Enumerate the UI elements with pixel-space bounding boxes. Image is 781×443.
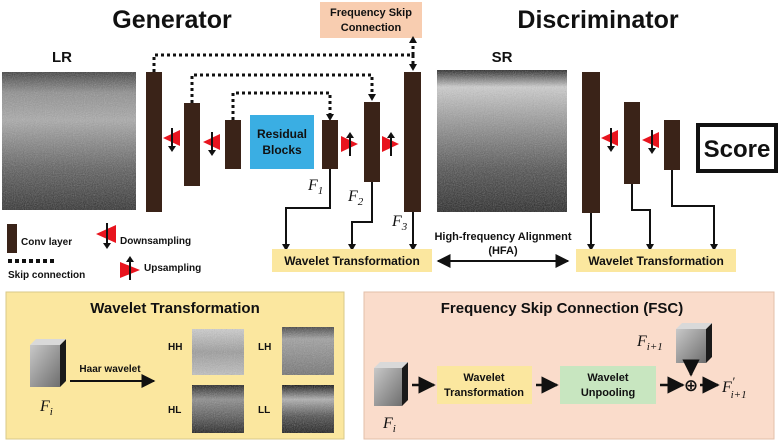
generator-title: Generator xyxy=(112,6,232,34)
wt-input-label: Fi xyxy=(39,398,53,418)
legend-skip-label: Skip connection xyxy=(8,270,85,281)
conv-layer xyxy=(364,102,380,182)
band-lh-image xyxy=(282,327,334,375)
downsampling-icon xyxy=(601,128,618,152)
sr-label: SR xyxy=(492,49,513,66)
conv-layer xyxy=(225,120,241,169)
score-label: Score xyxy=(704,136,771,163)
wavelet-transformation-label: Wavelet Transformation xyxy=(284,254,420,268)
fsc-panel-title: Frequency Skip Connection (FSC) xyxy=(441,300,684,317)
fsc-output-label: F′i+1 xyxy=(721,374,747,401)
band-lh-label: LH xyxy=(258,342,271,353)
wavelet-transformation-box-discriminator xyxy=(576,249,736,272)
band-hh-label: HH xyxy=(168,342,182,353)
legend-downsampling-icon xyxy=(96,223,116,249)
legend-conv-swatch xyxy=(7,224,17,253)
conv-layer xyxy=(322,120,338,169)
conv-layer xyxy=(624,102,640,184)
fsc-wu-line2: Unpooling xyxy=(581,387,635,399)
score-box xyxy=(696,123,778,173)
feature-f2: F2 xyxy=(347,188,364,208)
fsc-wavelet-transformation-box xyxy=(437,366,532,404)
skip-arrowheads xyxy=(326,36,417,121)
sr-image xyxy=(437,70,567,212)
fsc-wu-line1: Wavelet xyxy=(587,372,629,384)
downsampling-icon xyxy=(163,128,180,152)
hfa-line2: (HFA) xyxy=(488,245,518,257)
conv-layer xyxy=(146,72,162,212)
lr-image xyxy=(2,72,136,210)
fsc-tag-line1: Frequency Skip xyxy=(330,7,412,19)
fsc-tag-box xyxy=(320,2,422,38)
legend-upsampling-icon xyxy=(120,256,140,280)
legend-down-label: Downsampling xyxy=(120,236,191,247)
lr-label: LR xyxy=(52,49,72,66)
discriminator-title: Discriminator xyxy=(517,6,678,34)
band-ll-label: LL xyxy=(258,405,270,416)
discriminator-to-wavelet-lines xyxy=(590,170,715,246)
fsc-top-input-label: Fi+1 xyxy=(636,333,663,353)
wavelet-transformation-box-generator xyxy=(272,249,432,272)
conv-layer xyxy=(582,72,600,213)
downsampling-icon xyxy=(203,132,220,156)
residual-blocks xyxy=(250,115,314,169)
legend-up-label: Upsampling xyxy=(144,263,201,274)
wavelet-transformation-label: Wavelet Transformation xyxy=(588,254,724,268)
fsc-input-label: Fi xyxy=(382,415,396,435)
fsc-top-cube-icon xyxy=(676,323,712,363)
feature-f3: F3 xyxy=(391,213,408,233)
band-ll-image xyxy=(282,385,334,433)
conv-layer xyxy=(184,103,200,186)
band-hl-image xyxy=(192,385,244,433)
fsc-panel xyxy=(363,291,775,440)
feature-f1: F1 xyxy=(307,177,323,197)
conv-layer xyxy=(404,72,421,212)
haar-label: Haar wavelet xyxy=(79,364,141,375)
legend-conv-label: Conv layer xyxy=(21,237,72,248)
fsc-input-cube-icon xyxy=(374,362,408,406)
band-hl-label: HL xyxy=(168,405,181,416)
hfa-line1: High-frequency Alignment xyxy=(434,231,571,243)
residual-line2: Blocks xyxy=(262,143,302,157)
fsc-wavelet-unpooling-box xyxy=(560,366,656,404)
fsc-wt-line1: Wavelet xyxy=(463,372,505,384)
generator-to-wavelet-lines xyxy=(285,169,414,246)
band-hh-image xyxy=(192,329,244,375)
conv-layer xyxy=(664,120,680,170)
fsc-tag-line2: Connection xyxy=(341,22,402,34)
feature-cube-icon xyxy=(30,339,66,387)
downsampling-icon xyxy=(642,130,659,154)
residual-line1: Residual xyxy=(257,127,307,141)
fsc-wt-line2: Transformation xyxy=(444,387,524,399)
wavelet-panel-title: Wavelet Transformation xyxy=(90,300,259,317)
fsc-add-icon: ⊕ xyxy=(684,376,698,395)
upsampling-icon xyxy=(341,132,358,156)
upsampling-icon xyxy=(382,132,399,156)
